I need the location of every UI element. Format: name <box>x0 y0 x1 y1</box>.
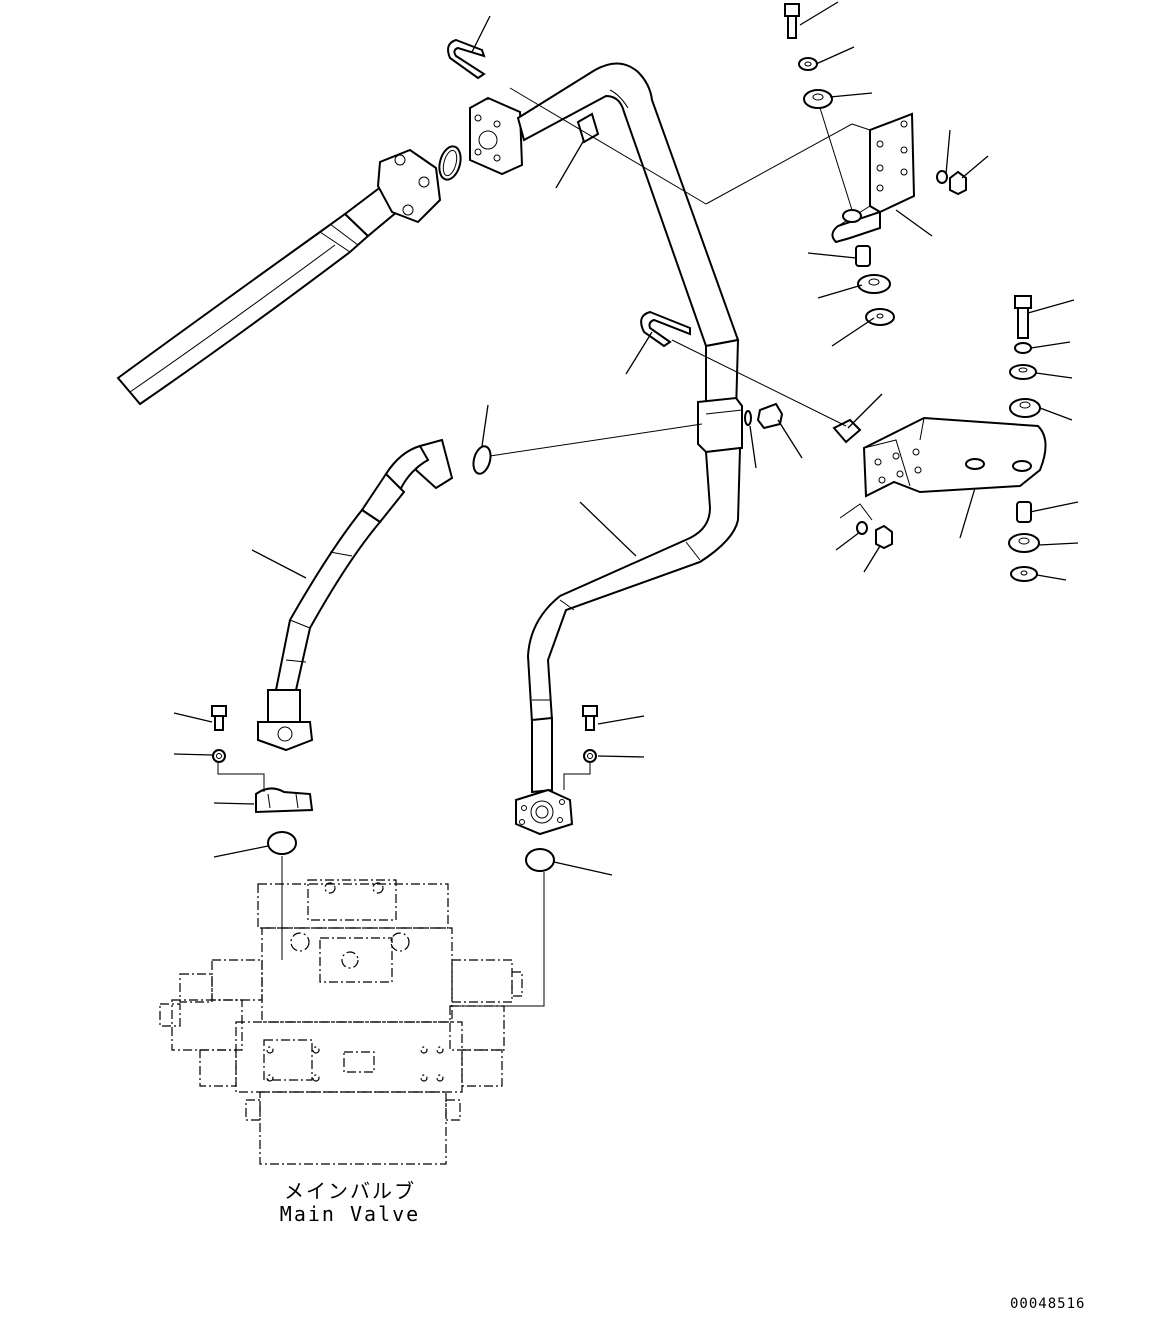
bolt-right <box>582 705 598 763</box>
washer-1 <box>798 57 818 71</box>
flex-hose <box>257 438 454 752</box>
o-ring-left <box>267 831 297 855</box>
tube-clamp <box>832 418 862 444</box>
hose-end-flange <box>343 148 442 238</box>
component-label-jp: メインバルブ <box>284 1179 416 1203</box>
leader-lines <box>173 1 1079 1007</box>
nut-lower <box>856 521 893 550</box>
o-ring-right <box>525 848 555 872</box>
drawing-number: 00048516 <box>1010 1296 1086 1312</box>
bolt-left <box>211 705 227 763</box>
nut-top <box>936 170 967 196</box>
long-hose <box>116 212 370 406</box>
spacer-1 <box>855 245 895 326</box>
component-label-en: Main Valve <box>279 1202 421 1226</box>
gasket-mid <box>472 445 492 475</box>
u-bolt-middle <box>640 310 691 348</box>
washer-2 <box>803 89 833 109</box>
main-valve <box>159 879 523 1165</box>
spacer-2 <box>1008 501 1040 582</box>
o-ring-top <box>438 145 462 181</box>
bolt-top-right <box>784 3 800 39</box>
plug <box>744 402 784 430</box>
split-flange-left <box>255 787 314 814</box>
lower-bracket <box>862 416 1047 498</box>
bolt-lower-right <box>1009 295 1041 418</box>
u-bolt-top <box>447 38 486 80</box>
upper-bracket <box>831 112 916 244</box>
rigid-tube <box>469 62 743 836</box>
